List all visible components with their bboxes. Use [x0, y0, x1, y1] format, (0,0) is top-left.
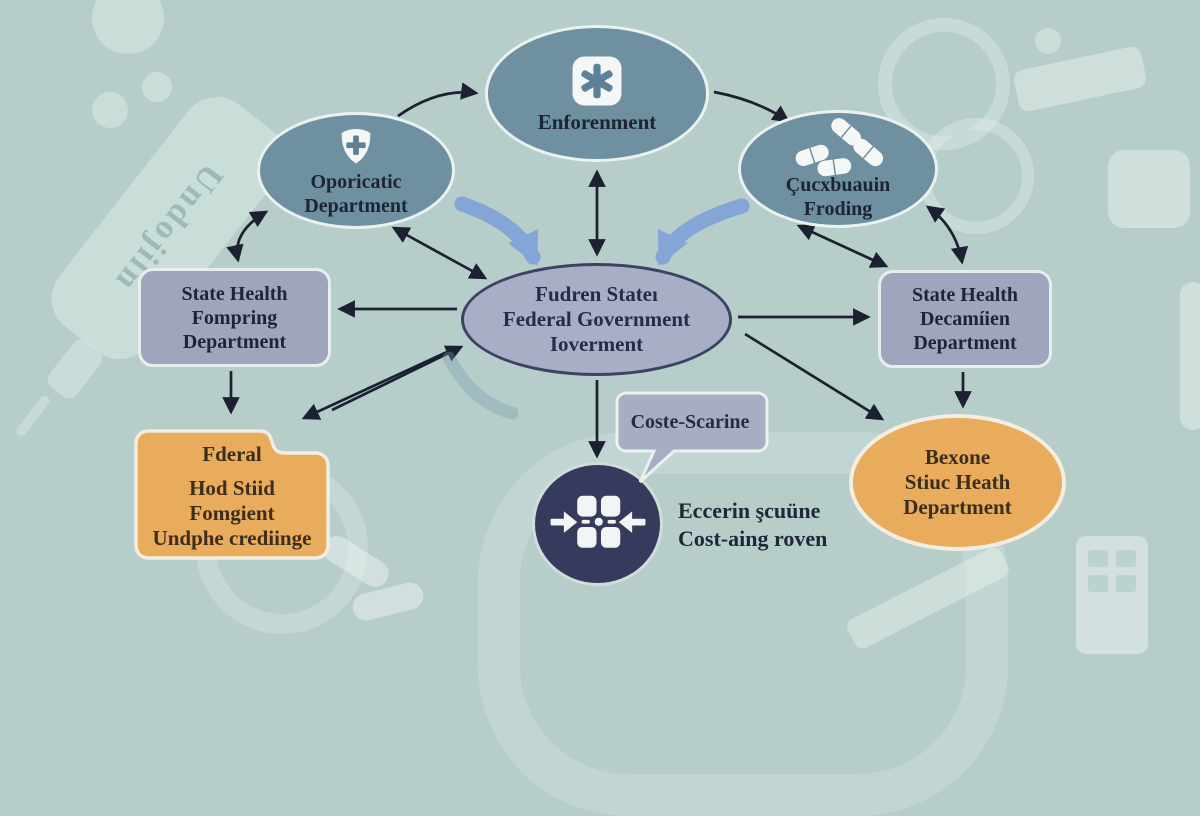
- diagram-canvas: Undojiln: [14, 0, 1200, 816]
- node-label-line: Department: [304, 194, 408, 217]
- node-label-line: Decamíien: [920, 308, 1010, 330]
- caption-line: Cost-aing roven: [678, 525, 828, 551]
- node-label-line: Çucxbuauin: [785, 174, 891, 196]
- node-label-line: Department: [903, 495, 1012, 520]
- arrow-oporicatic-stateleft-double: [226, 210, 269, 263]
- node-label-line: Fompring: [191, 306, 278, 329]
- node-label-line: Department: [182, 330, 287, 353]
- arrow-cucxbuauin-federal-double: [796, 224, 889, 268]
- node-label-line: Fudren Stateı: [535, 281, 658, 306]
- blue-flow-arrow-right: [655, 198, 750, 266]
- pills-icon: [782, 117, 894, 179]
- node-state-health-left: State Health Fompring Department: [138, 268, 331, 367]
- node-cucxbuauin-froding: Çucxbuauin Froding: [738, 110, 938, 228]
- node-label-line: Stiuc Heath: [904, 469, 1011, 494]
- node-label-line: Oporicatic: [310, 170, 402, 193]
- node-label-line: Fderal: [202, 441, 262, 466]
- arrow-oporicatic-to-enforcement: [397, 82, 479, 118]
- arrow-funding-to-federal: [331, 345, 464, 412]
- node-label-line: Federal Government: [502, 306, 691, 331]
- arrow-cucxbuauin-stateright-double: [925, 205, 969, 265]
- node-label-line: Fomgient: [189, 500, 275, 525]
- node-oporicatic-department: Oporicatic Department: [257, 112, 455, 229]
- node-bexone: Bexone Stiuc Heath Department: [849, 414, 1066, 551]
- node-label-line: Undphe crediinge: [152, 525, 312, 550]
- node-label-line: Froding: [803, 198, 873, 220]
- node-label: Enforenment: [537, 109, 657, 134]
- node-label-line: Bexone: [924, 444, 991, 469]
- node-federal-government: Fudren Stateı Federal Government Ioverme…: [461, 263, 732, 376]
- arrow-oporicatic-federal-double: [391, 226, 488, 280]
- arrow-federal-to-funding: [301, 350, 448, 420]
- caption-line: Eccerin şcuüne: [678, 498, 821, 523]
- node-federal-funding: Fderal Hod Stiid Fomgient Undphe crediin…: [133, 421, 331, 561]
- cost-sharing-caption: Eccerin şcuüne Cost-aing roven: [678, 497, 968, 552]
- folder-shape: [134, 429, 330, 560]
- node-label-line: State Health: [911, 284, 1019, 306]
- connector-arrows: [222, 82, 972, 459]
- compress-arrows-icon: [546, 478, 650, 570]
- node-label-line: Hod Stiid: [189, 475, 275, 500]
- node-label-line: State Health: [181, 282, 288, 305]
- node-enforcement: Enforenment: [485, 25, 709, 162]
- star-of-life-icon: [568, 52, 626, 110]
- blue-flow-arrow-left: [454, 196, 541, 266]
- arrow-federal-to-bexone: [744, 332, 885, 421]
- node-label-line: Department: [913, 332, 1017, 354]
- blue-flow-faded: [442, 351, 519, 420]
- arrow-enforcement-to-cucxbuauin: [713, 90, 791, 123]
- bubble-label: Coste-Scarine: [630, 410, 750, 433]
- shield-cross-icon: [333, 124, 379, 170]
- node-label-line: Ioverment: [549, 332, 644, 357]
- cost-sharing-bubble: Coste-Scarine: [612, 390, 772, 486]
- node-state-health-right: State Health Decamíien Department: [878, 270, 1052, 368]
- speech-bubble-shape: [615, 391, 769, 484]
